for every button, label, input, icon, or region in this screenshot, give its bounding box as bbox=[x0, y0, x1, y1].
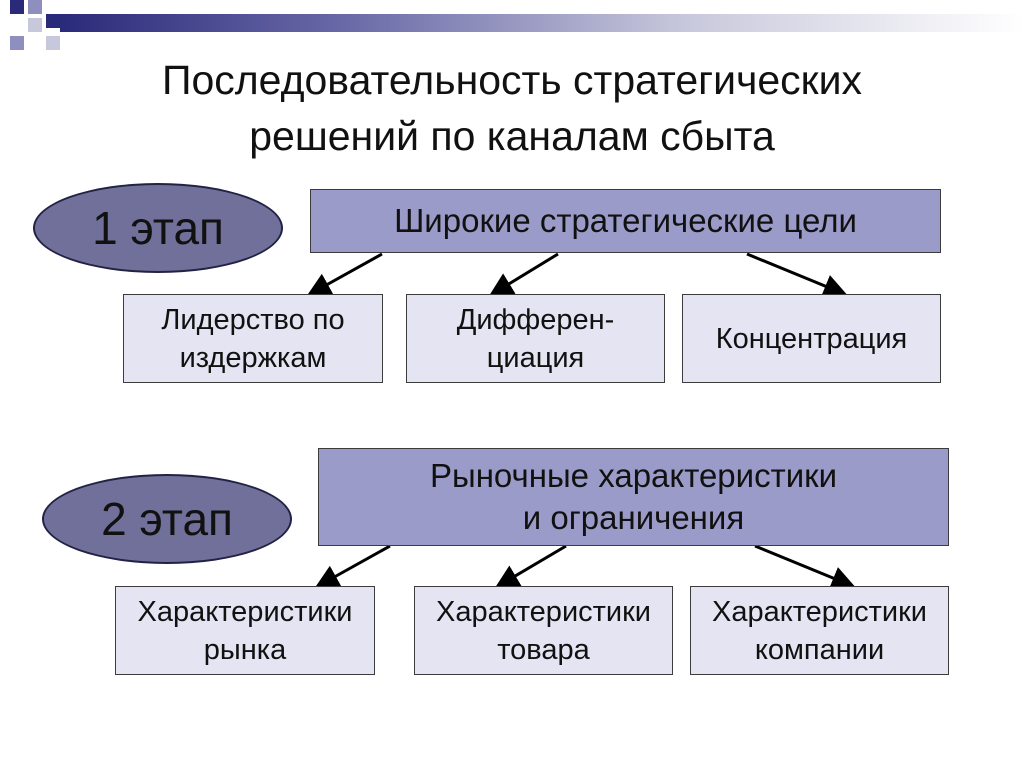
slide-title-line1: Последовательность стратегических bbox=[161, 57, 863, 103]
stage-2-option-company: Характеристики компании bbox=[690, 586, 949, 675]
option-line: Дифферен- bbox=[456, 303, 615, 336]
stage-2-label: 2 этап bbox=[101, 493, 233, 545]
stage-1-goal-text: Широкие стратегические цели bbox=[394, 202, 857, 239]
deco-square bbox=[46, 36, 60, 50]
stage-2-ellipse: 2 этап bbox=[42, 474, 292, 564]
deco-square bbox=[46, 14, 60, 28]
arrow-stage2-right bbox=[754, 544, 856, 590]
header-gradient-bar bbox=[60, 14, 1024, 32]
option-line: Характеристики bbox=[711, 595, 928, 628]
stage-1-label: 1 этап bbox=[92, 202, 224, 254]
arrow-stage1-center bbox=[488, 252, 559, 297]
stage-1-option-concentration: Концентрация bbox=[682, 294, 941, 383]
arrow-stage1-right bbox=[746, 252, 848, 298]
slide-title: Последовательность стратегических решени… bbox=[40, 52, 984, 164]
arrow-stage2-center bbox=[494, 544, 567, 589]
header-decoration bbox=[10, 0, 60, 50]
stage-2-goal-line2: и ограничения bbox=[522, 499, 745, 536]
option-line: издержкам bbox=[179, 341, 327, 374]
option-line: компании bbox=[754, 633, 885, 666]
option-line: Характеристики bbox=[435, 595, 652, 628]
stage-2-goal-line1: Рыночные характеристики bbox=[429, 457, 838, 494]
option-line: рынка bbox=[203, 633, 287, 666]
stage-2-goal-box: Рыночные характеристики и ограничения bbox=[318, 448, 949, 546]
deco-square bbox=[28, 18, 42, 32]
stage-1-option-differentiation: Дифферен- циация bbox=[406, 294, 665, 383]
option-line: товара bbox=[497, 633, 590, 666]
deco-square bbox=[10, 0, 24, 14]
stage-1-option-cost-leadership: Лидерство по издержкам bbox=[123, 294, 383, 383]
option-line: Характеристики bbox=[137, 595, 353, 628]
option-line: циация bbox=[486, 341, 585, 374]
deco-square bbox=[28, 0, 42, 14]
option-line: Концентрация bbox=[715, 322, 908, 355]
deco-square bbox=[10, 36, 24, 50]
stage-1-goal-box: Широкие стратегические цели bbox=[310, 189, 941, 253]
option-line: Лидерство по bbox=[161, 303, 345, 336]
stage-2-option-product: Характеристики товара bbox=[414, 586, 673, 675]
arrow-stage2-left bbox=[314, 544, 391, 588]
slide-title-line2: решений по каналам сбыта bbox=[249, 113, 775, 159]
stage-1-ellipse: 1 этап bbox=[33, 183, 283, 273]
stage-2-option-market: Характеристики рынка bbox=[115, 586, 375, 675]
arrow-stage1-left bbox=[306, 252, 383, 296]
